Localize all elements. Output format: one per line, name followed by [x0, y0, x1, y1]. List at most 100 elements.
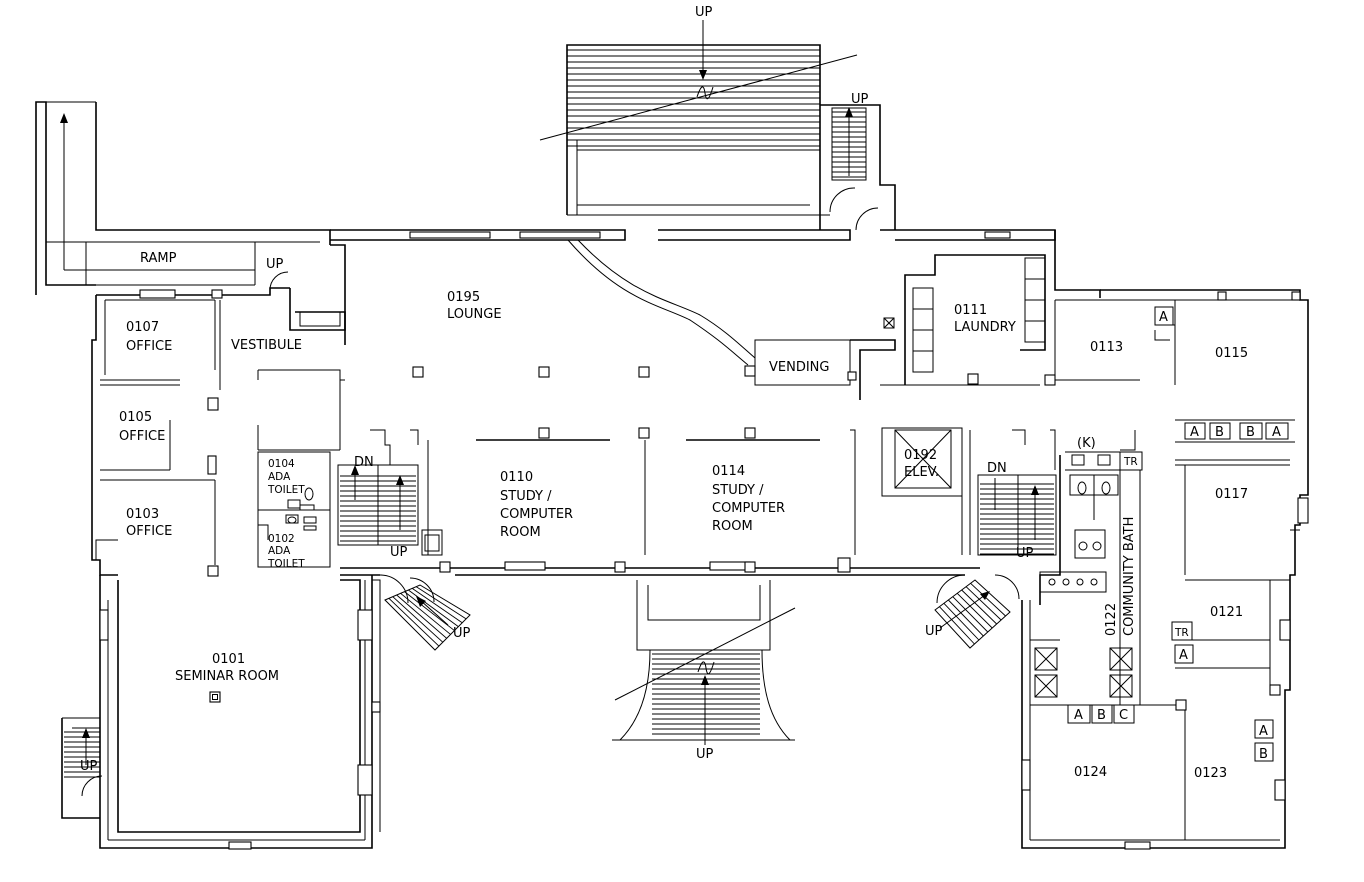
room-0105-number: 0105 [119, 410, 152, 425]
north-wall [330, 229, 1101, 298]
stair-tread [956, 593, 993, 629]
k-label: (K) [1077, 436, 1096, 451]
elevator-core [881, 427, 971, 555]
room-0192-name: ELEV. [904, 465, 939, 480]
stair-tread [408, 589, 459, 628]
east-stair [977, 429, 1057, 556]
room-0113-number: 0113 [1090, 340, 1123, 355]
stair-up-arrow-icon [416, 596, 426, 607]
stair-up-arrow-icon [845, 107, 853, 117]
markers: UP UP UP DN UP UP UP UP DN UP UP (K) TR … [80, 5, 1281, 774]
room-0121-number: 0121 [1210, 605, 1243, 620]
community-bath [1030, 430, 1143, 705]
closet-b-label: B [1259, 747, 1268, 762]
stair-down-arrow-icon [351, 465, 359, 475]
north-stair [539, 20, 858, 230]
southwest-exit-stair [61, 717, 103, 819]
southeast-entry-stair [934, 574, 1020, 649]
south-wall [340, 557, 980, 576]
closet-a-label: A [1259, 724, 1268, 739]
room-0104-line1: ADA [268, 471, 291, 483]
room-0102-line1: ADA [268, 545, 291, 557]
vending-label: VENDING [769, 360, 829, 375]
room-0111-number: 0111 [954, 303, 987, 318]
stair-tread [943, 603, 980, 641]
northeast-stair [820, 104, 896, 231]
closet-b-label: B [1246, 425, 1255, 440]
room-0123-number: 0123 [1194, 766, 1227, 781]
closet-c-label: C [1119, 708, 1128, 723]
room-0101-name: SEMINAR ROOM [175, 669, 279, 684]
lounge-curve-wall [567, 239, 896, 400]
room-0122-name: COMMUNITY BATH [1122, 517, 1137, 636]
room-0114-line3: ROOM [712, 519, 753, 534]
southwest-entry-stair [379, 574, 471, 651]
room-0122-number: 0122 [1104, 603, 1119, 636]
up-label: UP [80, 759, 98, 774]
tr-label: TR [1123, 456, 1138, 468]
stair-tread [404, 591, 455, 631]
room-0110-line3: ROOM [500, 525, 541, 540]
closet-b-label: B [1097, 708, 1106, 723]
room-0110-number: 0110 [500, 470, 533, 485]
seminar-room [99, 575, 381, 850]
stair-up-arrow-icon [701, 675, 709, 685]
up-label: UP [696, 747, 714, 762]
room-0103-number: 0103 [126, 507, 159, 522]
closet-a-label: A [1190, 425, 1199, 440]
south-grand-stair [612, 580, 796, 745]
stair-tread [939, 606, 975, 645]
room-0104-line2: TOILET [267, 484, 305, 496]
dn-label: DN [987, 461, 1007, 476]
closet-a-label: A [1272, 425, 1281, 440]
east-wing [1021, 289, 1309, 850]
up-label: UP [390, 545, 408, 560]
stair-up-arrow-icon [82, 728, 90, 738]
stair-tread [415, 586, 467, 620]
stair-up-arrow-icon [396, 475, 404, 485]
ramp-arrow-icon [60, 113, 68, 123]
room-0107-number: 0107 [126, 320, 159, 335]
up-label: UP [453, 626, 471, 641]
room-0110-line2: COMPUTER [500, 507, 573, 522]
room-0192-number: 0192 [904, 448, 937, 463]
stair-tread [952, 596, 989, 633]
room-labels: 0107 OFFICE 0105 OFFICE 0103 OFFICE VEST… [119, 251, 1248, 781]
closets [1067, 306, 1289, 762]
room-0101-number: 0101 [212, 652, 245, 667]
room-0107-name: OFFICE [126, 339, 172, 354]
west-stair [337, 429, 443, 556]
room-0124-number: 0124 [1074, 765, 1107, 780]
stair-tread [970, 583, 1006, 617]
up-label: UP [266, 257, 284, 272]
stair-tread [400, 592, 451, 635]
vestibule [257, 244, 346, 451]
room-0103-name: OFFICE [126, 524, 172, 539]
stair-tread [396, 594, 447, 639]
closet-a-label: A [1179, 648, 1188, 663]
room-0111-name: LAUNDRY [954, 320, 1016, 335]
tr-label: TR [1174, 627, 1189, 639]
room-0115-number: 0115 [1215, 346, 1248, 361]
room-0102-line2: TOILET [267, 558, 305, 570]
ada-toilets [257, 451, 331, 568]
room-0114-line2: COMPUTER [712, 501, 785, 516]
closet-b-label: B [1215, 425, 1224, 440]
laundry [880, 254, 1046, 386]
up-label: UP [925, 624, 943, 639]
room-0110-line1: STUDY / [500, 489, 552, 504]
closet-a-label: A [1074, 708, 1083, 723]
room-0105-name: OFFICE [119, 429, 165, 444]
room-0117-number: 0117 [1215, 487, 1248, 502]
ramp [35, 101, 331, 295]
room-0102-number: 0102 [268, 533, 295, 545]
stair-tread [388, 598, 440, 647]
dn-label: DN [354, 455, 374, 470]
stair-tread [965, 586, 1002, 621]
room-0104-number: 0104 [268, 458, 295, 470]
stair-up-arrow-icon [1031, 485, 1039, 495]
vestibule-label: VESTIBULE [231, 338, 302, 353]
up-label: UP [851, 92, 869, 107]
up-label: UP [695, 5, 713, 20]
